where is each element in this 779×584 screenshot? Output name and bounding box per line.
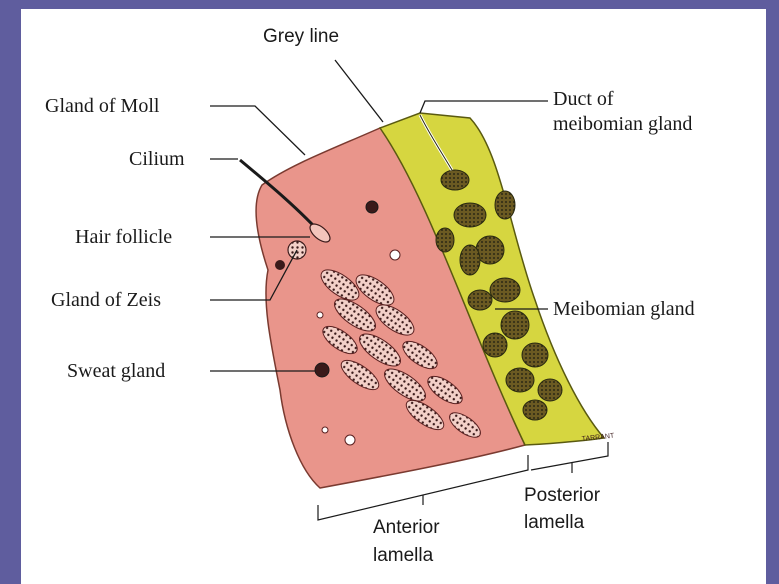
label-cilium: Cilium: [129, 149, 185, 169]
label-posterior-line2: lamella: [524, 513, 584, 532]
label-grey-line: Grey line: [263, 27, 339, 46]
label-anterior-line2: lamella: [373, 546, 433, 565]
gland-of-moll: [366, 201, 378, 213]
label-gland-of-zeis: Gland of Zeis: [51, 290, 161, 310]
label-posterior-line1: Posterior: [524, 486, 600, 505]
sweat-gland: [315, 363, 329, 377]
label-gland-of-moll: Gland of Moll: [45, 96, 159, 116]
label-anterior-line1: Anterior: [373, 518, 440, 537]
label-hair-follicle: Hair follicle: [75, 227, 172, 247]
label-duct-line1: Duct of: [553, 89, 614, 109]
label-meibomian-gland: Meibomian gland: [553, 299, 695, 319]
label-duct-line2: meibomian gland: [553, 114, 692, 134]
label-sweat-gland: Sweat gland: [67, 361, 165, 381]
